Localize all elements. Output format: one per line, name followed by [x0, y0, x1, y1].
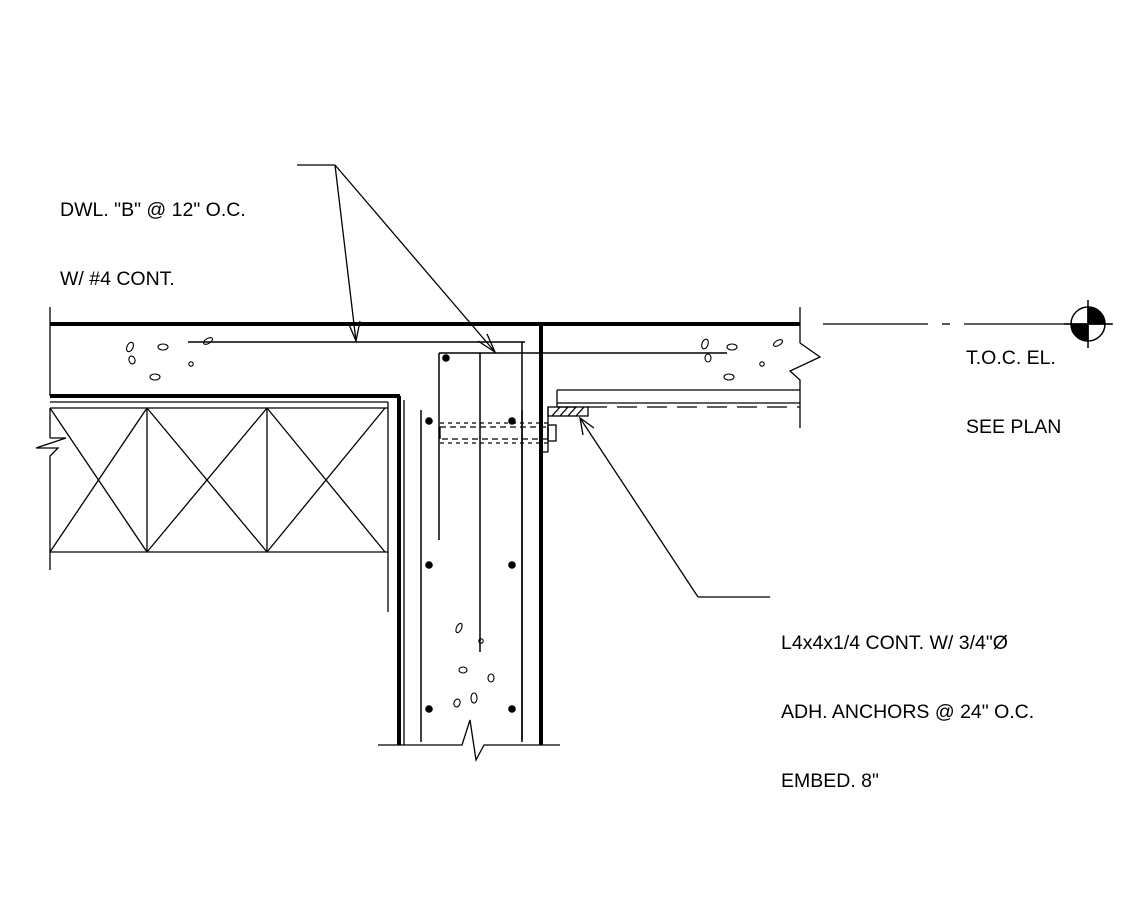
angle-note: L4x4x1/4 CONT. W/ 3/4"Ø ADH. ANCHORS @ 2…	[781, 586, 1034, 816]
concrete-slab	[49, 307, 822, 745]
dowel-leader	[297, 164, 497, 354]
rebar-dots	[425, 354, 516, 713]
wood-joist	[35, 401, 389, 612]
dowel-note-line-1: DWL. "B" @ 12" O.C.	[60, 199, 246, 221]
elevation-marker-icon	[1064, 300, 1112, 348]
elevation-note-line-2: SEE PLAN	[966, 416, 1062, 438]
existing-slab-right	[556, 389, 800, 408]
dowel-note-line-2: W/ #4 CONT.	[60, 268, 175, 290]
elevation-note-line-1: T.O.C. EL.	[966, 347, 1056, 369]
aggregate-symbols	[126, 337, 784, 708]
dowel-note: DWL. "B" @ 12" O.C. W/ #4 CONT.	[60, 153, 246, 314]
elevation-note: T.O.C. EL. SEE PLAN	[966, 301, 1061, 462]
concrete-wall	[378, 396, 560, 763]
angle-note-line-1: L4x4x1/4 CONT. W/ 3/4"Ø	[781, 632, 1008, 654]
angle-leader	[579, 416, 770, 598]
angle-note-line-3: EMBED. 8"	[781, 770, 879, 792]
steel-angle-anchor	[439, 406, 589, 453]
angle-note-line-2: ADH. ANCHORS @ 24" O.C.	[781, 701, 1035, 723]
